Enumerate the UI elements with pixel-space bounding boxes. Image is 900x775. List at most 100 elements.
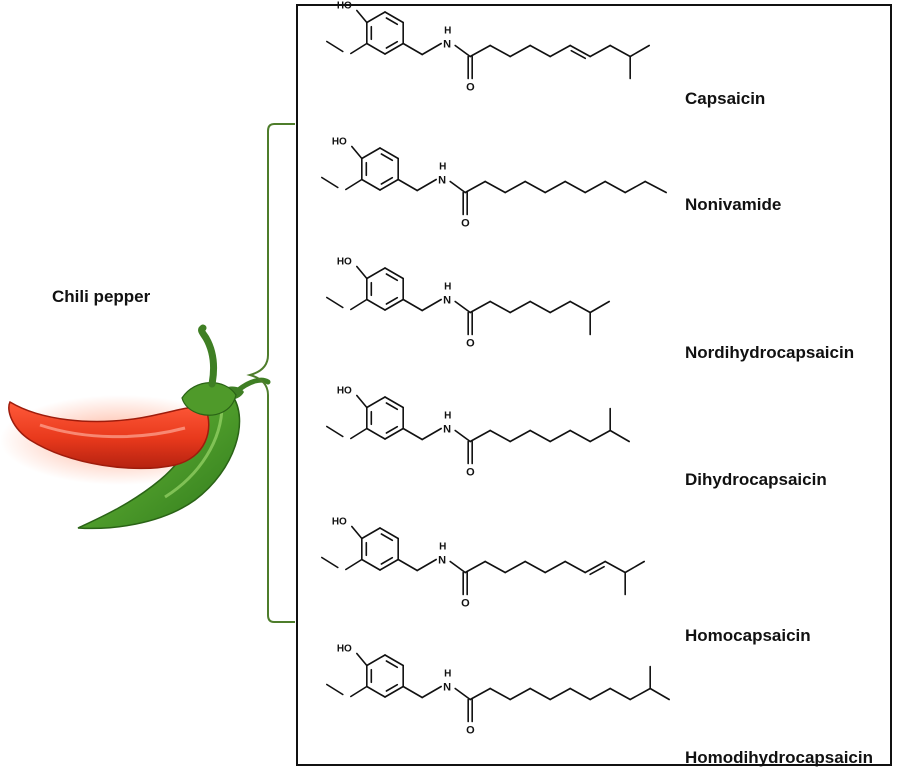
n-carbonyl-bond [454, 687, 471, 701]
chain-bond [509, 44, 531, 58]
ring-bond [379, 178, 399, 191]
chili-pepper-illustration [0, 324, 271, 530]
chain-bond [569, 429, 591, 443]
chain-bond [489, 429, 511, 443]
chain-bond [549, 687, 571, 701]
hydroxyl-label: HO [337, 644, 352, 655]
ring-bond [366, 427, 386, 440]
chain-bond [464, 560, 486, 574]
chain-bond [544, 180, 566, 194]
methoxy-methyl-bond [326, 40, 344, 53]
molecule-name-dihydrocapsaicin: Dihydrocapsaicin [685, 470, 827, 489]
ring-bond [366, 11, 386, 24]
chain-bond [584, 560, 606, 574]
ring-bond [379, 558, 399, 571]
hydroxyl-label: HO [337, 1, 352, 12]
chain-bond [469, 44, 491, 58]
chain-bond [489, 44, 511, 58]
ring-bond [379, 147, 399, 160]
chain-bond [589, 429, 611, 443]
terminal-methyl-bond [589, 300, 610, 314]
methoxy-o-bond [345, 558, 363, 571]
ch2-n-bond [416, 558, 437, 572]
chain-bond [629, 687, 651, 701]
ring-bond [366, 654, 386, 667]
chain-bond [529, 44, 551, 58]
ring-bond [366, 298, 386, 311]
amide-n-label: N [438, 555, 446, 567]
methoxy-o-bond [345, 178, 363, 191]
chain-bond [509, 300, 531, 314]
ring-double-bond [380, 153, 394, 162]
ring-double-bond [380, 556, 394, 565]
n-carbonyl-bond [454, 44, 471, 58]
ring-double-bond [380, 533, 394, 542]
molecule-name-capsaicin: Capsaicin [685, 89, 766, 108]
terminal-methyl-bond [649, 687, 670, 701]
chain-bond [524, 560, 546, 574]
ring-bond [384, 298, 404, 311]
ch2-n-bond [421, 42, 442, 56]
chain-bond [509, 687, 531, 701]
benzyl-bond [402, 685, 423, 699]
ch2-n-bond [421, 298, 442, 312]
ring-bond [366, 396, 386, 409]
methoxy-o-bond [350, 427, 368, 440]
ring-bond [379, 527, 399, 540]
chain-bond [604, 560, 626, 574]
terminal-methyl-bond [624, 560, 645, 574]
ring-double-bond [385, 273, 399, 282]
hydroxyl-bond [351, 145, 363, 160]
chain-bond [469, 300, 491, 314]
chain-bond [589, 687, 611, 701]
chain-bond [604, 180, 626, 194]
chain-bond [504, 560, 526, 574]
chain-bond [469, 687, 491, 701]
carbonyl-o-label: O [461, 598, 470, 610]
hydroxyl-bond [351, 525, 363, 540]
methoxy-methyl-bond [321, 176, 339, 189]
chain-bond [529, 429, 551, 443]
amide-n-label: N [443, 39, 451, 51]
terminal-bond [644, 180, 667, 194]
amide-h-label: H [444, 26, 451, 37]
chain-bond [524, 180, 546, 194]
ch2-n-bond [421, 427, 442, 441]
chain-bond [569, 687, 591, 701]
ring-bond [384, 11, 404, 24]
hydroxyl-bond [356, 652, 368, 667]
ch2-n-bond [416, 178, 437, 192]
ring-bond [384, 396, 404, 409]
ring-bond [384, 654, 404, 667]
hydroxyl-bond [356, 394, 368, 409]
chain-bond [504, 180, 526, 194]
ring-bond [361, 178, 381, 191]
amide-h-label: H [444, 411, 451, 422]
chain-bond [544, 560, 566, 574]
chain-bond [564, 560, 586, 574]
amide-n-label: N [438, 175, 446, 187]
n-carbonyl-bond [454, 300, 471, 314]
ring-bond [366, 685, 386, 698]
bracket-connector [246, 123, 295, 623]
chain-double-bond [589, 565, 605, 576]
molecule-name-nordihydrocapsaicin: Nordihydrocapsaicin [685, 343, 855, 362]
benzyl-bond [402, 298, 423, 312]
n-carbonyl-bond [449, 180, 466, 194]
chain-bond [464, 180, 486, 194]
benzyl-bond [402, 42, 423, 56]
chain-bond [584, 180, 606, 194]
chain-double-bond [570, 49, 587, 60]
amide-h-label: H [444, 669, 451, 680]
chain-bond [589, 44, 611, 58]
plant-label: Chili pepper [52, 287, 151, 306]
ring-bond [384, 427, 404, 440]
hydroxyl-label: HO [337, 257, 352, 268]
chain-bond [624, 180, 646, 194]
n-carbonyl-bond [449, 560, 466, 574]
chain-bond [469, 429, 491, 443]
